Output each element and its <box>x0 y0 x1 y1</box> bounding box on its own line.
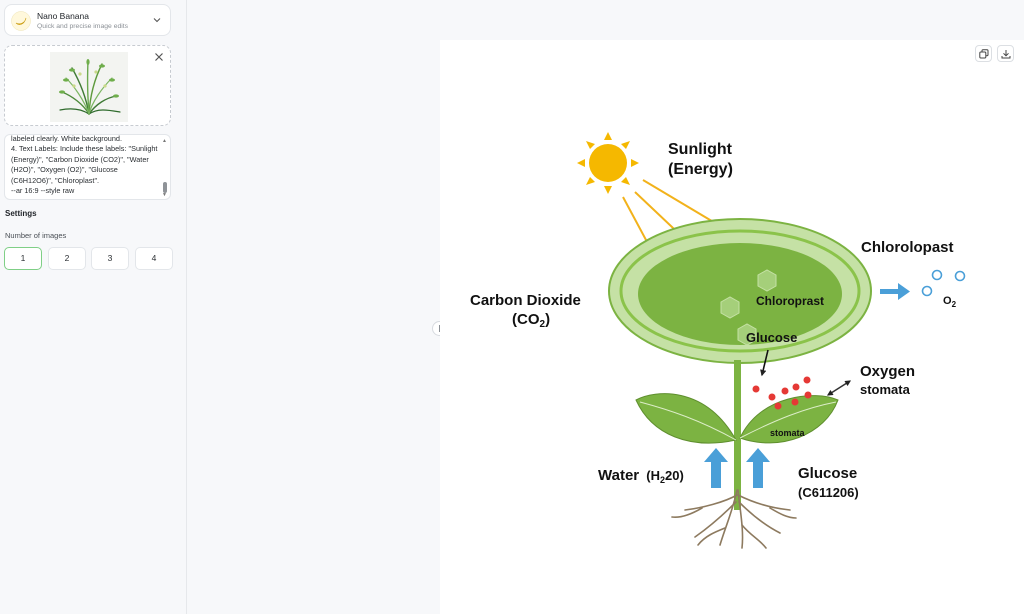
copy-icon <box>979 49 989 59</box>
download-button[interactable] <box>997 45 1014 62</box>
scroll-down-arrow-icon[interactable]: ▼ <box>162 192 167 198</box>
prompt-text: labeled clearly. White background. 4. Te… <box>11 134 158 196</box>
carbon-dioxide-label: Carbon Dioxide <box>470 292 581 309</box>
model-name: Nano Banana <box>37 11 89 21</box>
oxygen-label: Oxygen <box>860 363 915 380</box>
chlorolopast-label: Chlorolopast <box>861 239 954 256</box>
scrollbar-thumb[interactable] <box>163 182 167 193</box>
image-canvas: Sunlight (Energy) Chlorolopast O2 Carbon… <box>440 40 1024 614</box>
co2-formula-label: (CO2) <box>512 311 550 330</box>
num-images-option-4[interactable]: 4 <box>135 247 173 270</box>
photosynthesis-illustration: Sunlight (Energy) Chlorolopast O2 Carbon… <box>470 132 966 549</box>
water-label: Water (H220) <box>598 467 684 485</box>
water-up-arrows-icon <box>704 448 770 488</box>
sunlight-label: Sunlight <box>668 141 733 158</box>
copy-button[interactable] <box>975 45 992 62</box>
glucose-formula-label: (C611206) <box>798 485 859 500</box>
chloroprast-label: Chloroprast <box>756 294 824 308</box>
sun-icon <box>577 132 639 194</box>
o2-label: O2 <box>943 295 957 309</box>
prompt-textarea[interactable]: labeled clearly. White background. 4. Te… <box>4 134 171 200</box>
download-icon <box>1001 50 1011 59</box>
glucose-label: Glucose <box>798 465 857 482</box>
num-images-option-2[interactable]: 2 <box>48 247 86 270</box>
chevron-down-icon[interactable] <box>152 15 162 25</box>
glucose-inner-label: Glucose <box>746 330 797 345</box>
left-panel: Nano Banana Quick and precise image edit… <box>0 0 187 614</box>
uploaded-image-thumbnail <box>50 52 128 122</box>
grana-hexagons <box>720 269 777 346</box>
banana-icon <box>11 11 31 31</box>
left-leaf <box>635 393 737 444</box>
model-selector[interactable]: Nano Banana Quick and precise image edit… <box>4 4 171 36</box>
num-images-option-1[interactable]: 1 <box>4 247 42 270</box>
oxygen-exchange-arrow-icon <box>826 380 852 396</box>
settings-heading: Settings <box>5 209 37 218</box>
glucose-down-arrow-icon <box>760 349 769 377</box>
oxygen-bubbles <box>921 269 966 297</box>
close-icon[interactable] <box>153 51 165 63</box>
number-of-images-label: Number of images <box>5 231 67 240</box>
prompt-scrollbar[interactable]: ▲ ▼ <box>162 138 168 198</box>
energy-label: (Energy) <box>668 161 733 178</box>
stomata-label: stomata <box>860 382 911 397</box>
model-subtitle: Quick and precise image edits <box>37 23 129 30</box>
oxygen-molecules <box>752 376 812 410</box>
plant-stem <box>734 360 741 510</box>
image-upload-area[interactable] <box>4 45 171 126</box>
plant-roots <box>671 489 797 549</box>
num-images-option-3[interactable]: 3 <box>91 247 129 270</box>
oxygen-out-arrow-icon <box>880 283 910 300</box>
stomata-leaf-label: stomata <box>770 428 806 438</box>
scroll-up-arrow-icon[interactable]: ▲ <box>162 138 167 144</box>
